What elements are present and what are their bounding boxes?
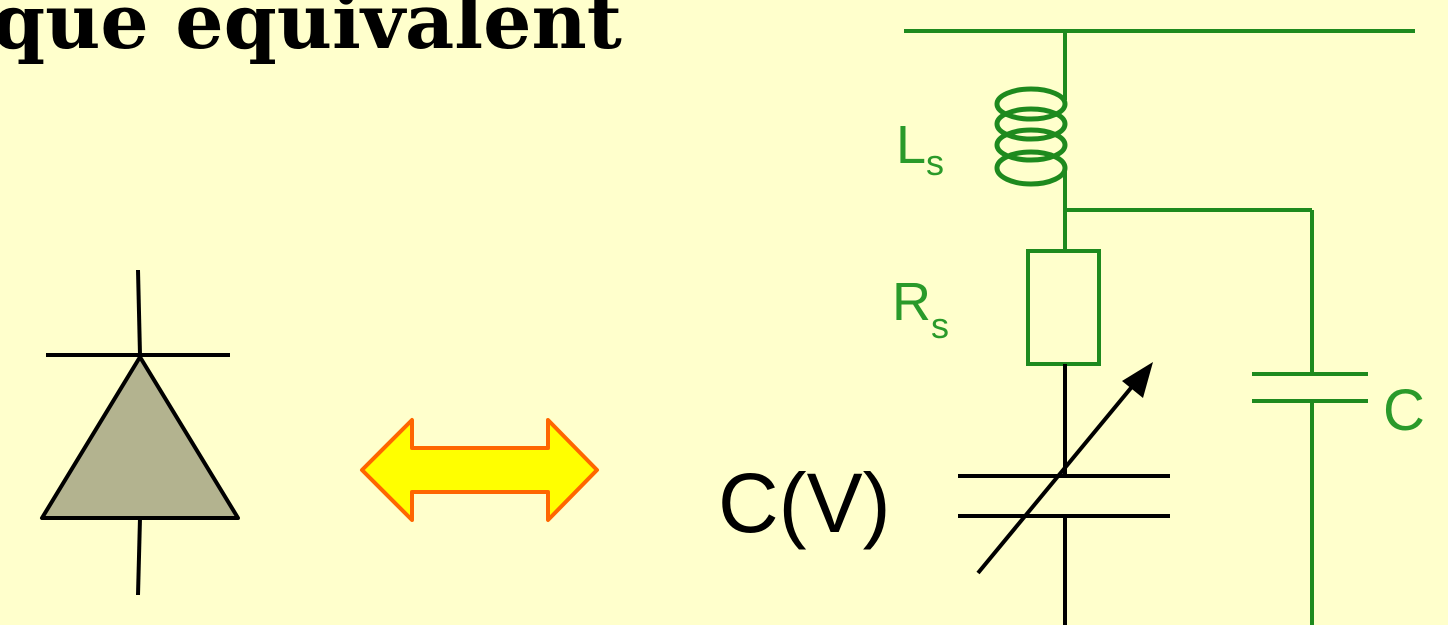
resistor-label: Rs xyxy=(892,272,949,346)
slide-title: que equivalent xyxy=(0,0,622,66)
varactor-label: C(V) xyxy=(718,456,891,550)
diode-symbol-icon xyxy=(40,269,240,596)
double-arrow-icon xyxy=(360,418,599,522)
inductor-label: Ls xyxy=(896,115,944,183)
circuit-wiring xyxy=(904,29,1415,625)
inductor-icon xyxy=(994,86,1068,187)
capacitor-label: C xyxy=(1383,378,1425,443)
capacitor-icon xyxy=(1252,372,1368,403)
resistor-icon xyxy=(1026,249,1101,366)
varactor-icon xyxy=(958,362,1170,625)
